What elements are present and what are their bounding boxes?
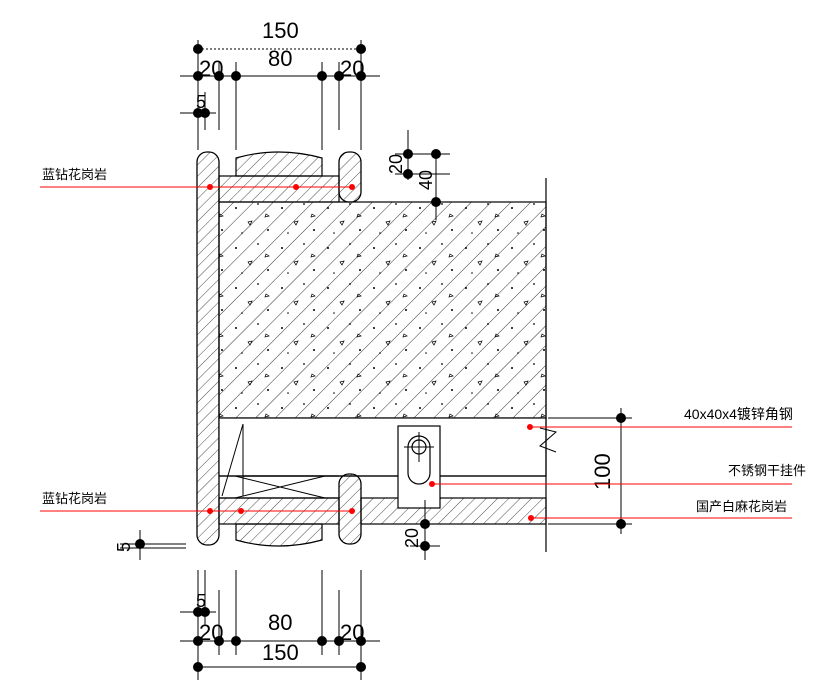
dim-bottom-overall: 150 [262, 640, 299, 665]
right-dimension-chain: 20 40 100 20 5 [114, 130, 632, 560]
label-stainless-hanger: 不锈钢干挂件 [728, 464, 806, 479]
top-dimension-chain: 150 80 20 20 5 [180, 18, 380, 150]
leader-lines [40, 184, 792, 521]
dim-right-top-large: 40 [416, 170, 436, 190]
dim-right-bottom-small: 20 [402, 528, 422, 548]
dim-bottom-right-edge: 20 [340, 620, 364, 645]
label-angle-steel: 40x40x4镀锌角钢 [684, 406, 793, 422]
label-white-granite: 国产白麻花岗岩 [696, 499, 787, 515]
angle-steel [243, 178, 558, 552]
dim-top-overall: 150 [262, 18, 299, 43]
dim-left-small: 5 [114, 542, 134, 552]
bottom-stone-band [218, 417, 547, 547]
dim-bottom-inner: 80 [268, 610, 292, 635]
bottom-dimension-chain: 5 80 20 20 150 [180, 570, 380, 680]
concrete-block [218, 201, 547, 419]
left-stone-slab [196, 151, 220, 546]
top-stone-band [218, 151, 362, 203]
dim-right-top-small: 20 [386, 154, 406, 174]
dim-top-offset: 5 [196, 92, 206, 112]
label-blue-granite-top: 蓝钻花岗岩 [42, 167, 107, 183]
dim-top-inner: 80 [268, 46, 292, 71]
stainless-hanger [397, 425, 441, 509]
dim-top-left-edge: 20 [199, 56, 223, 81]
dim-bottom-offset: 5 [196, 591, 206, 611]
label-blue-granite-bottom: 蓝钻花岗岩 [42, 491, 107, 507]
dim-bottom-left-edge: 20 [199, 620, 223, 645]
dim-top-right-edge: 20 [340, 56, 364, 81]
